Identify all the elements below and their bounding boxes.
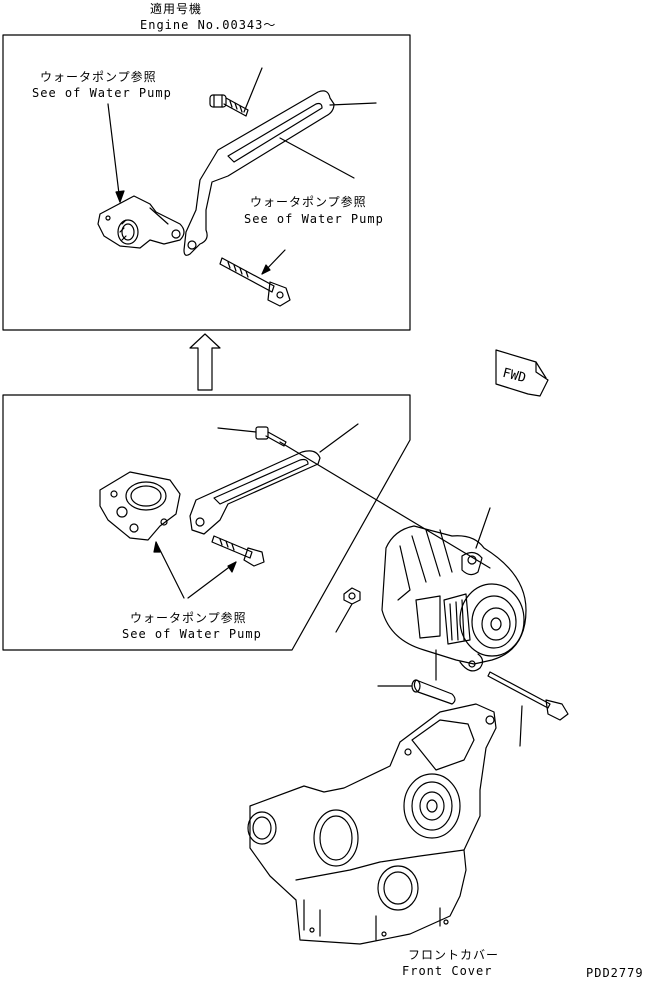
alternator-long-bolt — [487, 671, 569, 747]
bottom-leaders — [153, 541, 237, 599]
top-bolt-small — [209, 67, 263, 117]
bottom-note-jp: ウォータポンプ参照 — [130, 611, 247, 625]
fwd-label: FWD — [501, 366, 528, 386]
top-bracket — [183, 90, 377, 256]
top-note2-en: See of Water Pump — [244, 212, 384, 226]
upgrade-arrow — [189, 333, 221, 391]
front-cover-jp: フロントカバー — [408, 948, 500, 962]
front-cover-en: Front Cover — [402, 964, 493, 978]
bottom-bracket — [189, 423, 359, 535]
fwd-direction-marker: FWD — [495, 349, 549, 397]
top-note2-jp: ウォータポンプ参照 — [250, 195, 367, 209]
bottom-bolt-small — [217, 426, 491, 569]
top-note1-en: See of Water Pump — [32, 86, 172, 100]
applicable-model-label: 適用号機 — [150, 2, 203, 16]
top-detail-box — [2, 34, 411, 331]
top-pump-housing — [97, 195, 185, 249]
top-long-bolt — [219, 249, 291, 307]
alternator — [381, 507, 527, 672]
drawing-number: PDD2779 — [586, 966, 644, 980]
bottom-detail-box — [2, 394, 411, 651]
bottom-pump-housing — [99, 471, 181, 541]
front-cover — [247, 703, 497, 945]
spacer-sleeve — [377, 649, 456, 705]
top-note1-jp: ウォータポンプ参照 — [40, 70, 157, 84]
bottom-note-en: See of Water Pump — [122, 627, 262, 641]
top-leader-1 — [107, 103, 125, 203]
alternator-nut — [335, 587, 361, 633]
bottom-long-bolt — [211, 535, 265, 567]
engine-number-label: Engine No.00343〜 — [140, 18, 277, 32]
